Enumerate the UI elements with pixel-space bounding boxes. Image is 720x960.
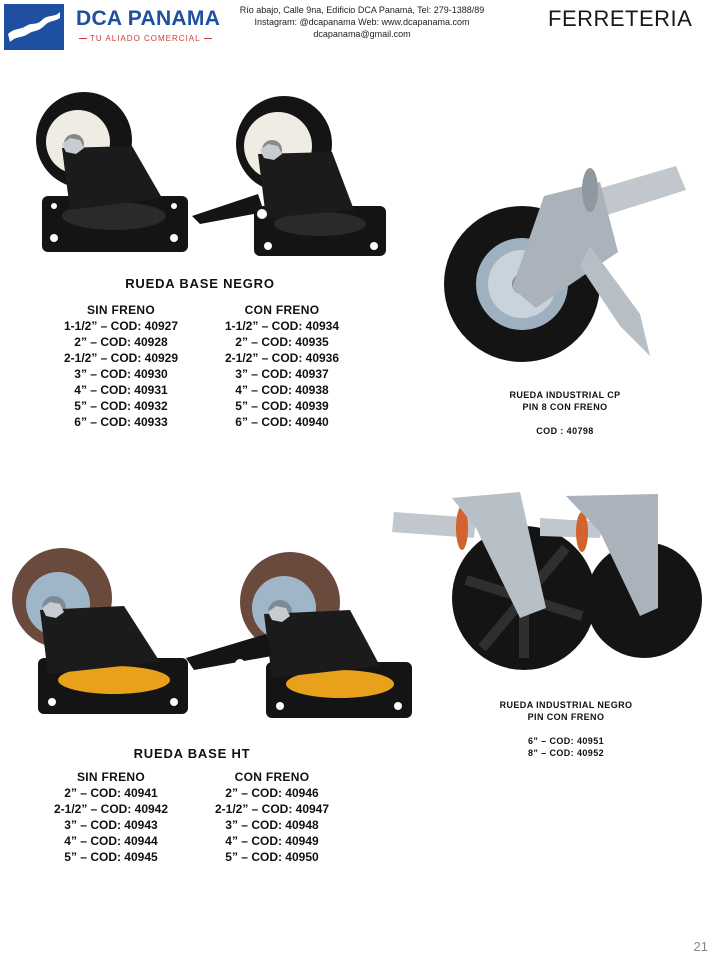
rueda-base-negro-title: RUEDA BASE NEGRO [125,276,275,291]
list-item: 5” – COD: 40945 [64,850,158,864]
caster-con-freno-icon [192,96,386,256]
rueda-industrial-negro-line: PIN CON FRENO [527,712,605,722]
list-item: 5” – COD: 40950 [225,850,319,864]
list-item: 3” – COD: 40948 [225,818,319,832]
rueda-industrial-cp-line: RUEDA INDUSTRIAL CP [509,390,621,400]
page-number: 21 [693,939,708,954]
brand-logo: DCA PANAMA TU ALIADO COMERCIAL [4,4,220,50]
list-item: 5” – COD: 40932 [74,399,168,413]
list-item: 2-1/2” – COD: 40929 [63,351,179,365]
caster-sin-freno-icon [36,92,188,252]
rueda-industrial-cp-code: COD : 40798 [536,426,594,436]
contact-email: dcapanama@gmail.com [313,29,411,39]
rueda-industrial-cp-line: PIN 8 CON FRENO [522,402,608,412]
list-item: 1-1/2” – COD: 40934 [224,319,340,333]
list-item: 3” – COD: 40937 [235,367,329,381]
industrial-black-caster-icon [392,492,702,670]
caster-ht-sin-freno-icon [12,548,188,714]
list-item: 4” – COD: 40944 [64,834,158,848]
list-item: 3” – COD: 40930 [74,367,168,381]
rueda-base-ht-sin-freno: SIN FRENO 2” – COD: 40941 2-1/2” – COD: … [26,769,196,865]
contact-info: Río abajo, Calle 9na, Edificio DCA Panam… [222,4,502,40]
caster-ht-con-freno-icon [186,552,412,718]
list-item: 2” – COD: 40946 [225,786,319,800]
list-item: 4” – COD: 40949 [225,834,319,848]
rueda-base-negro-photo [36,92,386,256]
sin-freno-label: SIN FRENO [86,303,156,317]
con-freno-label: CON FRENO [234,770,310,784]
contact-social: Instagram: @dcapanama Web: www.dcapanama… [254,17,470,27]
rueda-industrial-negro-line: RUEDA INDUSTRIAL NEGRO [499,700,633,710]
list-item: 2-1/2” – COD: 40947 [214,802,330,816]
list-item: 4” – COD: 40938 [235,383,329,397]
rueda-base-negro-sin-freno: SIN FRENO 1-1/2” – COD: 40927 2” – COD: … [36,302,206,430]
list-item: 5” – COD: 40939 [235,399,329,413]
rueda-industrial-negro-code: 6” – COD: 40951 [527,736,605,746]
rueda-industrial-negro-photo [392,492,702,670]
list-item: 6” – COD: 40940 [235,415,329,429]
list-item: 2” – COD: 40928 [74,335,168,349]
list-item: 4” – COD: 40931 [74,383,168,397]
rueda-industrial-cp-info: RUEDA INDUSTRIAL CP PIN 8 CON FRENO COD … [470,389,660,437]
list-item: 6” – COD: 40933 [74,415,168,429]
rueda-base-negro-con-freno: CON FRENO 1-1/2” – COD: 40934 2” – COD: … [197,302,367,430]
list-item: 1-1/2” – COD: 40927 [63,319,179,333]
rueda-industrial-cp-photo [444,166,686,362]
list-item: 3” – COD: 40943 [64,818,158,832]
con-freno-label: CON FRENO [244,303,320,317]
rueda-industrial-negro-info: RUEDA INDUSTRIAL NEGRO PIN CON FRENO 6” … [468,699,664,759]
list-item: 2-1/2” – COD: 40936 [224,351,340,365]
section-title: FERRETERIA [548,6,693,31]
rueda-industrial-negro-code: 8” – COD: 40952 [527,748,605,758]
contact-address: Río abajo, Calle 9na, Edificio DCA Panam… [239,5,485,15]
industrial-caster-icon [444,166,686,362]
brand-name: DCA PANAMA [76,7,221,30]
panama-map-icon [4,4,64,50]
list-item: 2” – COD: 40941 [64,786,158,800]
rueda-base-ht-title: RUEDA BASE HT [133,746,251,761]
brand-tagline: TU ALIADO COMERCIAL [76,34,214,43]
sin-freno-label: SIN FRENO [76,770,146,784]
list-item: 2-1/2” – COD: 40942 [53,802,169,816]
rueda-base-ht-photo [12,548,412,718]
list-item: 2” – COD: 40935 [235,335,329,349]
rueda-base-ht-con-freno: CON FRENO 2” – COD: 40946 2-1/2” – COD: … [187,769,357,865]
